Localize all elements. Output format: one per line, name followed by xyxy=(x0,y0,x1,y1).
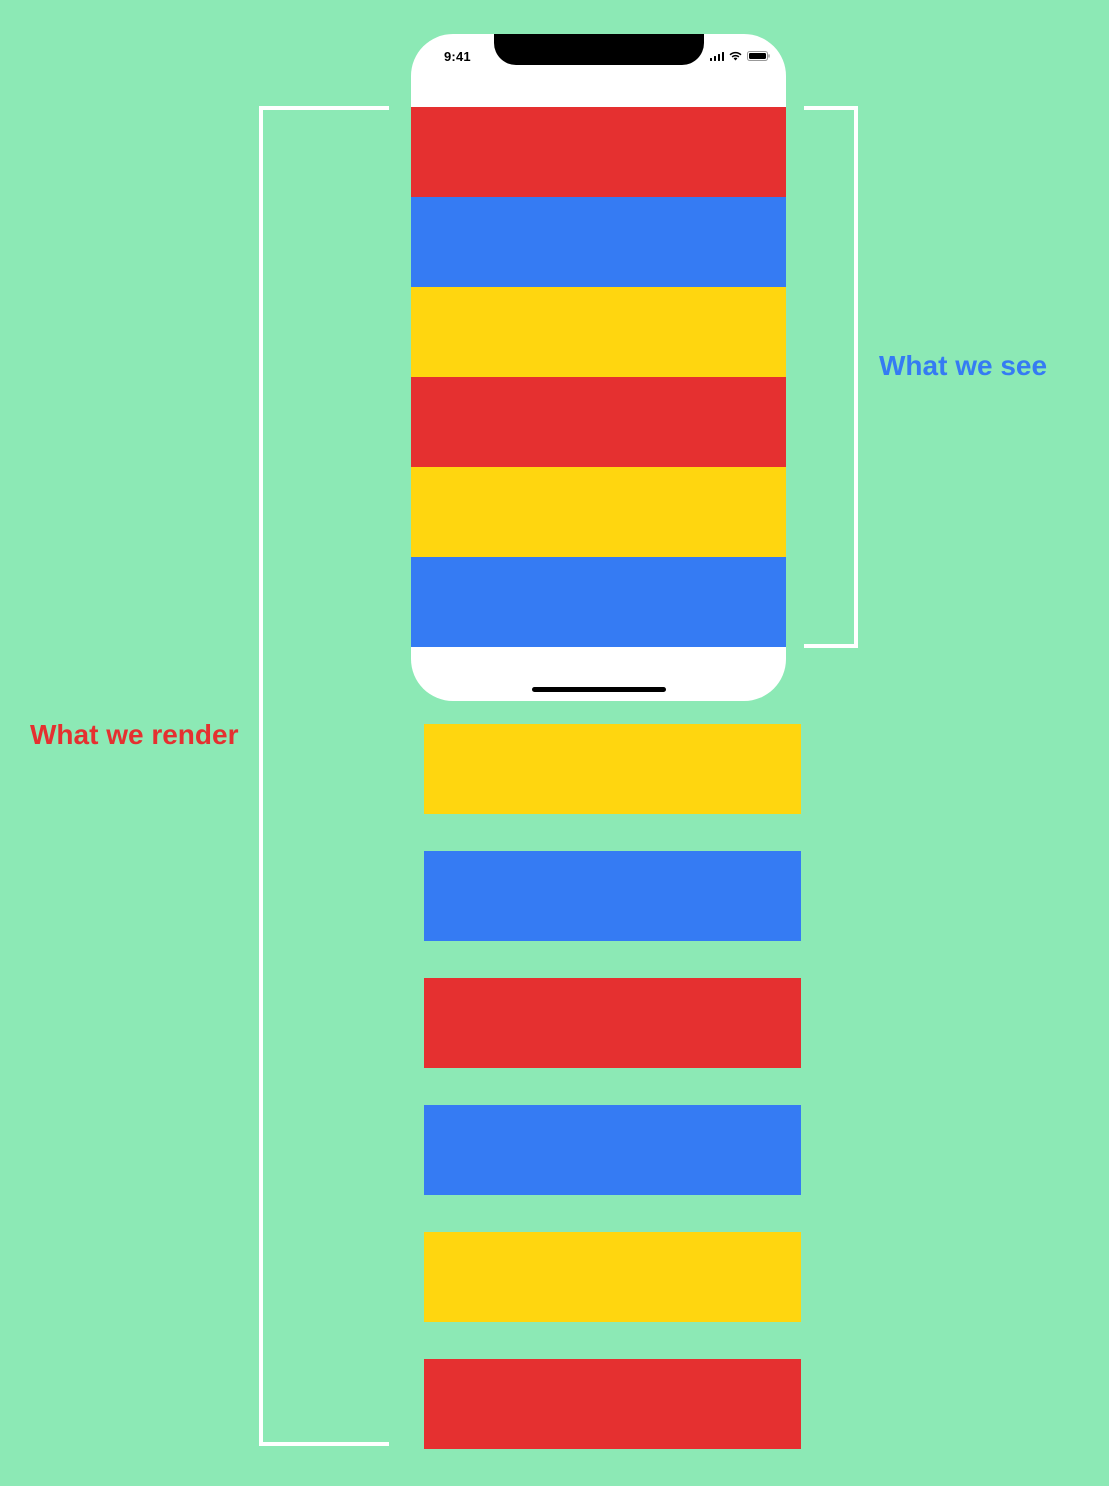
see-bracket xyxy=(804,106,858,648)
visible-row-blue xyxy=(411,197,786,287)
what-we-see-label: What we see xyxy=(879,350,1048,381)
battery-icon xyxy=(747,51,770,61)
visible-row-yellow xyxy=(411,287,786,377)
visible-list xyxy=(411,107,786,647)
offscreen-row-yellow xyxy=(424,1232,801,1322)
what-we-render-label: What we render xyxy=(30,719,239,750)
phone-frame: 9:41 xyxy=(411,34,786,701)
render-bracket xyxy=(259,106,389,1446)
visible-row-red xyxy=(411,107,786,197)
visible-row-yellow xyxy=(411,467,786,557)
visible-row-red xyxy=(411,377,786,467)
offscreen-row-blue xyxy=(424,851,801,941)
status-icons xyxy=(709,51,771,61)
status-time: 9:41 xyxy=(444,49,471,64)
phone-notch xyxy=(494,34,704,65)
offscreen-row-yellow xyxy=(424,724,801,814)
offscreen-row-red xyxy=(424,1359,801,1449)
home-indicator xyxy=(532,687,666,692)
wifi-icon xyxy=(729,51,742,61)
offscreen-row-red xyxy=(424,978,801,1068)
offscreen-list xyxy=(424,724,801,1486)
visible-row-blue xyxy=(411,557,786,647)
signal-icon xyxy=(709,52,724,61)
offscreen-row-blue xyxy=(424,1105,801,1195)
